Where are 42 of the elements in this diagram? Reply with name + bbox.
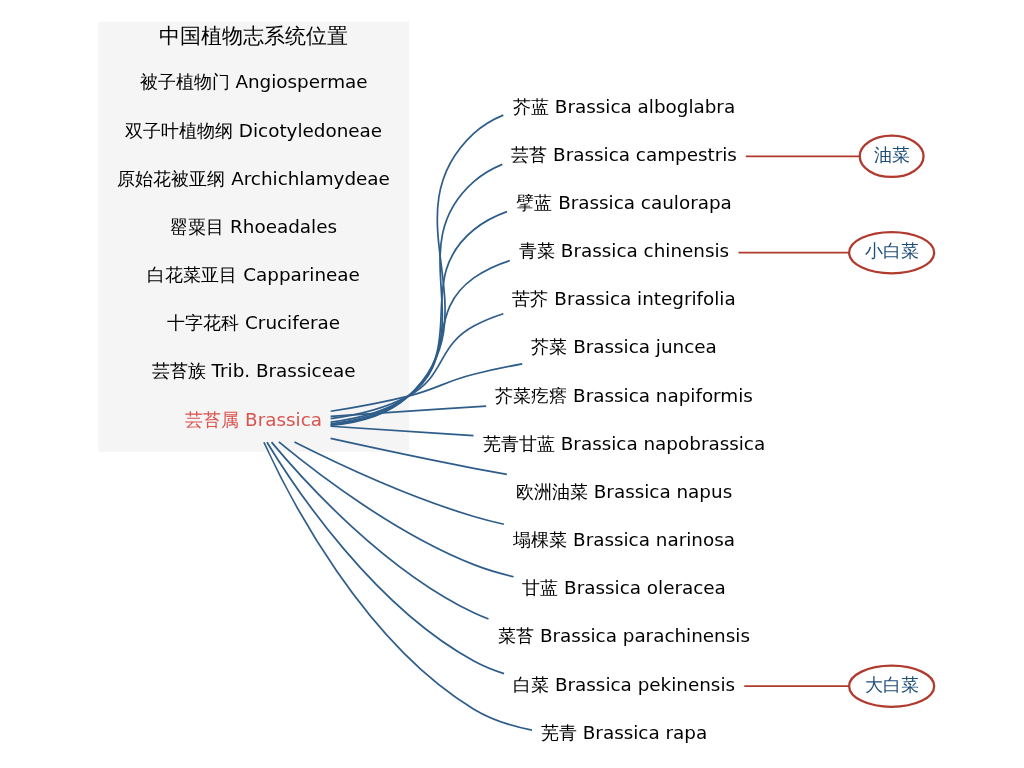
connector bbox=[743, 685, 850, 688]
node-text: 芥菜疙瘩 Brassica napiformis bbox=[495, 384, 753, 406]
node-ellipse: 油菜 bbox=[858, 134, 925, 179]
node-text: 芸苔族 Trib. Brassiceae bbox=[151, 360, 356, 382]
node-text: 芜青甘蓝 Brassica napobrassica bbox=[482, 432, 766, 454]
node-text: 苦芥 Brassica integrifolia bbox=[512, 288, 736, 310]
connector bbox=[329, 210, 508, 425]
connector bbox=[329, 363, 524, 413]
connector bbox=[329, 437, 508, 476]
node-text: 芥菜 Brassica juncea bbox=[531, 336, 717, 358]
connector bbox=[329, 163, 504, 426]
node-text: 芜青 Brassica rapa bbox=[540, 721, 708, 743]
connector bbox=[329, 259, 511, 423]
connector bbox=[329, 405, 487, 418]
node-text: 芥蓝 Brassica alboglabra bbox=[512, 95, 736, 117]
node-text: 塌棵菜 Brassica narinosa bbox=[513, 529, 735, 551]
connector bbox=[329, 114, 505, 427]
node-ellipse: 小白菜 bbox=[847, 230, 936, 275]
node-text: 甘蓝 Brassica oleracea bbox=[522, 577, 726, 599]
node-text: 双子叶植物纲 Dicotyledoneae bbox=[125, 119, 383, 141]
connector bbox=[329, 425, 475, 437]
node-text: 白菜 Brassica pekinensis bbox=[513, 673, 736, 695]
node-text: 罂粟目 Rhoeadales bbox=[170, 215, 337, 237]
node-text: 白花菜亚目 Capparineae bbox=[147, 264, 360, 286]
connector bbox=[293, 441, 505, 526]
node-text: 十字花科 Cruciferae bbox=[167, 312, 341, 334]
node-text: 菜苔 Brassica parachinensis bbox=[498, 625, 750, 647]
connector bbox=[277, 441, 515, 578]
connector bbox=[737, 251, 850, 254]
connector bbox=[744, 155, 861, 158]
node-text: 青菜 Brassica chinensis bbox=[519, 240, 730, 262]
connector bbox=[263, 441, 533, 731]
node-text: 擘蓝 Brassica caulorapa bbox=[516, 191, 732, 213]
connector bbox=[329, 312, 505, 420]
node-text: 欧洲油菜 Brassica napus bbox=[515, 480, 733, 502]
node-text: 被子植物门 Angiospermae bbox=[139, 71, 368, 93]
node-text: 芸苔属 Brassica bbox=[185, 408, 322, 430]
node-text: 原始花被亚纲 Archichlamydeae bbox=[117, 167, 390, 189]
connector bbox=[270, 441, 490, 620]
connector bbox=[266, 441, 505, 675]
node-text: 芸苔 Brassica campestris bbox=[511, 143, 737, 165]
node-ellipse: 大白菜 bbox=[847, 664, 936, 708]
